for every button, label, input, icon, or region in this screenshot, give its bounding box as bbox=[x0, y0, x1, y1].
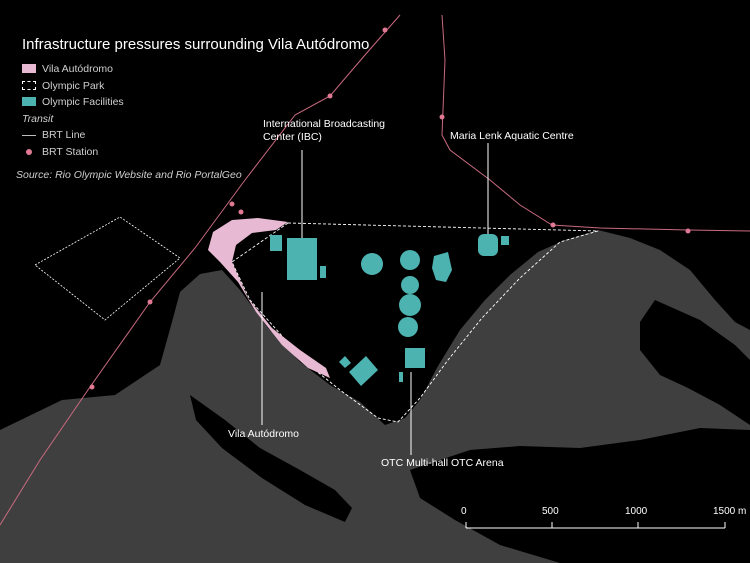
label-ibc-line1: International Broadcasting bbox=[263, 118, 385, 130]
legend-item-brt-station: BRT Station bbox=[22, 144, 124, 161]
brt-stations bbox=[89, 27, 691, 390]
legend-item-park: Olympic Park bbox=[22, 78, 124, 95]
water-lagoon bbox=[190, 395, 352, 522]
legend: Vila Autódromo Olympic Park Olympic Faci… bbox=[22, 61, 124, 160]
legend-label-facilities: Olympic Facilities bbox=[42, 96, 124, 108]
label-otc: OTC Multi-hall OTC Arena bbox=[381, 457, 504, 469]
vila-swatch bbox=[22, 64, 36, 73]
legend-label-brt-station: BRT Station bbox=[42, 145, 99, 158]
label-maria-lenk: Maria Lenk Aquatic Centre bbox=[450, 130, 574, 142]
facilities-swatch bbox=[22, 97, 36, 106]
legend-label-vila: Vila Autódromo bbox=[42, 63, 114, 75]
brt-station-swatch bbox=[26, 148, 32, 155]
legend-label-brt-line: BRT Line bbox=[42, 129, 86, 141]
water-inlet bbox=[640, 300, 750, 425]
brt-lines bbox=[0, 14, 750, 526]
brt-line-swatch bbox=[22, 135, 36, 136]
label-ibc: International Broadcasting Center (IBC) bbox=[263, 118, 385, 144]
scale-label-1000: 1000 bbox=[625, 506, 648, 517]
legend-label-park: Olympic Park bbox=[42, 79, 105, 92]
legend-item-facilities: Olympic Facilities bbox=[22, 94, 124, 111]
water-lagoon-south bbox=[410, 428, 750, 563]
scale-label-0: 0 bbox=[461, 506, 467, 517]
scale-label-500: 500 bbox=[542, 506, 559, 517]
legend-item-vila: Vila Autódromo bbox=[22, 61, 124, 78]
map-title: Infrastructure pressures surrounding Vil… bbox=[22, 36, 370, 53]
label-ibc-line2: Center (IBC) bbox=[263, 131, 322, 143]
park-swatch bbox=[22, 80, 36, 90]
legend-transit-heading: Transit bbox=[22, 112, 54, 125]
olympic-park-boundary bbox=[231, 222, 599, 423]
source-note: Source: Rio Olympic Website and Rio Port… bbox=[16, 169, 242, 181]
label-vila-autodromo: Vila Autódromo bbox=[228, 428, 300, 440]
vila-autodromo-area bbox=[208, 218, 330, 378]
legend-item-brt-line: BRT Line bbox=[22, 127, 124, 144]
scale-bar bbox=[465, 522, 726, 529]
olympic-facilities bbox=[270, 234, 509, 386]
leader-lines bbox=[261, 143, 489, 455]
scale-label-1500: 1500 m bbox=[713, 506, 747, 517]
